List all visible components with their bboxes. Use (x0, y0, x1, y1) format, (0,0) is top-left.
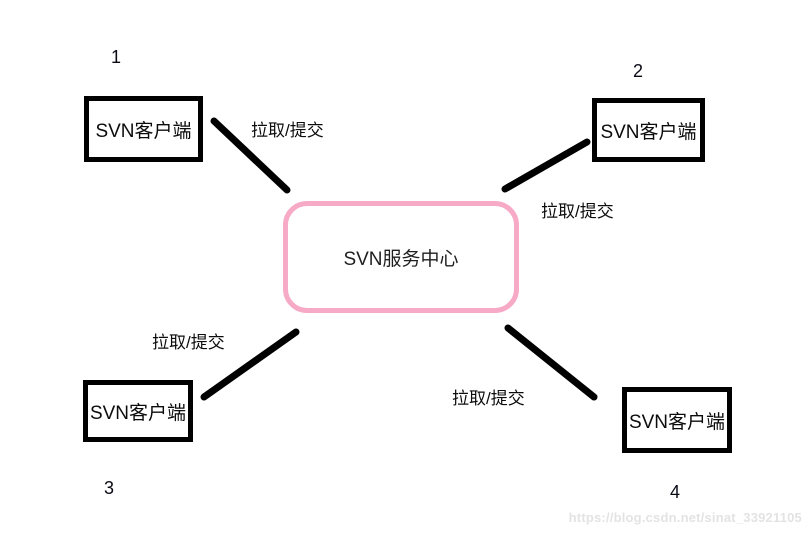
edge-label-pull-commit-4: 拉取/提交 (452, 389, 525, 408)
connector-line-client4-center (504, 324, 598, 401)
client-number-4: 4 (670, 482, 681, 502)
svn-client-label-1: SVN客户端 (95, 120, 192, 142)
csdn-watermark: https://blog.csdn.net/sinat_33921105 (568, 510, 802, 525)
svn-client-label-4: SVN客户端 (628, 411, 726, 433)
svn-client-box-2: SVN客户端 (592, 98, 705, 162)
edge-label-pull-commit-3: 拉取/提交 (152, 333, 225, 352)
svn-client-label-3: SVN客户端 (89, 402, 187, 424)
client-number-1: 1 (111, 47, 122, 67)
connector-line-client3-center (200, 328, 300, 401)
client-number-2: 2 (633, 61, 644, 81)
svn-client-box-1: SVN客户端 (84, 96, 203, 162)
connector-line-client2-center (501, 138, 591, 193)
svn-client-label-2: SVN客户端 (600, 121, 697, 143)
svn-server-center-box: SVN服务中心 (283, 201, 519, 313)
edge-label-pull-commit-2: 拉取/提交 (541, 202, 614, 221)
svn-client-box-4: SVN客户端 (622, 387, 732, 453)
edge-label-pull-commit-1: 拉取/提交 (251, 121, 324, 140)
svn-client-box-3: SVN客户端 (83, 380, 193, 442)
client-number-3: 3 (104, 478, 115, 498)
connector-line-client1-center (210, 117, 291, 194)
svn-server-center-label: SVN服务中心 (343, 248, 459, 270)
